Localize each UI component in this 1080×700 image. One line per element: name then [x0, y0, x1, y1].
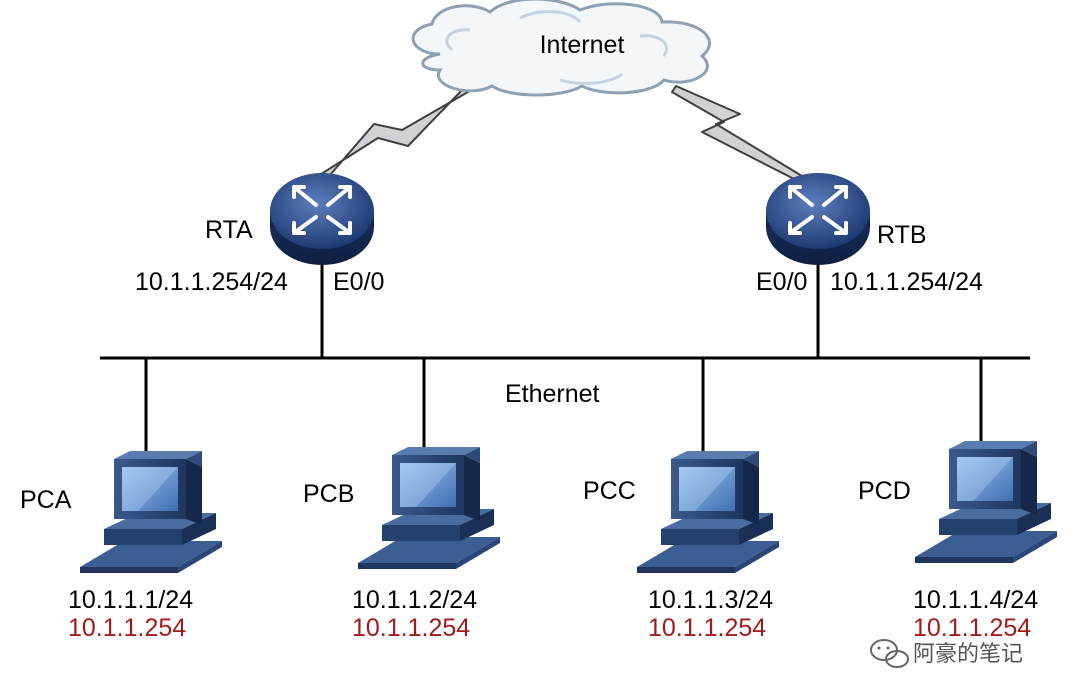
host-pcc-name: PCC [583, 477, 636, 505]
router-rta-ip: 10.1.1.254/24 [135, 268, 288, 296]
router-rtb-interface: E0/0 [756, 268, 807, 296]
host-pca[interactable] [80, 451, 222, 573]
rtb-wan-link-icon [671, 85, 803, 181]
router-rta-interface: E0/0 [333, 268, 384, 296]
host-pcc[interactable] [637, 451, 779, 573]
router-icon [268, 171, 376, 267]
internet-label: Internet [540, 31, 625, 59]
cloud-icon [411, 0, 711, 97]
host-pca-ip: 10.1.1.1/24 [68, 586, 193, 614]
host-pcb[interactable] [358, 447, 500, 569]
host-pcd-name: PCD [858, 477, 911, 505]
computer-icon [358, 447, 500, 569]
rta-wan-link-icon [317, 87, 469, 183]
router-rtb-ip: 10.1.1.254/24 [830, 268, 983, 296]
host-pcd-gateway: 10.1.1.254 [913, 614, 1031, 642]
router-rta[interactable] [268, 171, 376, 267]
host-pcb-ip: 10.1.1.2/24 [352, 586, 477, 614]
host-pcb-name: PCB [303, 480, 354, 508]
host-pca-gateway: 10.1.1.254 [68, 614, 186, 642]
computer-icon [915, 441, 1057, 563]
ethernet-segment [100, 255, 1030, 452]
router-icon [764, 171, 872, 267]
host-pcc-ip: 10.1.1.3/24 [648, 586, 773, 614]
router-rtb[interactable] [764, 171, 872, 267]
host-pcd-ip: 10.1.1.4/24 [913, 586, 1038, 614]
ethernet-label: Ethernet [505, 380, 600, 408]
host-pcd[interactable] [915, 441, 1057, 563]
host-pca-name: PCA [20, 486, 72, 514]
computer-icon [637, 451, 779, 573]
host-pcb-gateway: 10.1.1.254 [352, 614, 470, 642]
computer-icon [80, 451, 222, 573]
router-rta-name: RTA [205, 216, 253, 244]
router-rtb-name: RTB [877, 221, 927, 249]
host-pcc-gateway: 10.1.1.254 [648, 614, 766, 642]
watermark-text: 阿豪的笔记 [913, 641, 1023, 666]
wechat-icon [870, 639, 909, 668]
wan-links [317, 85, 803, 183]
